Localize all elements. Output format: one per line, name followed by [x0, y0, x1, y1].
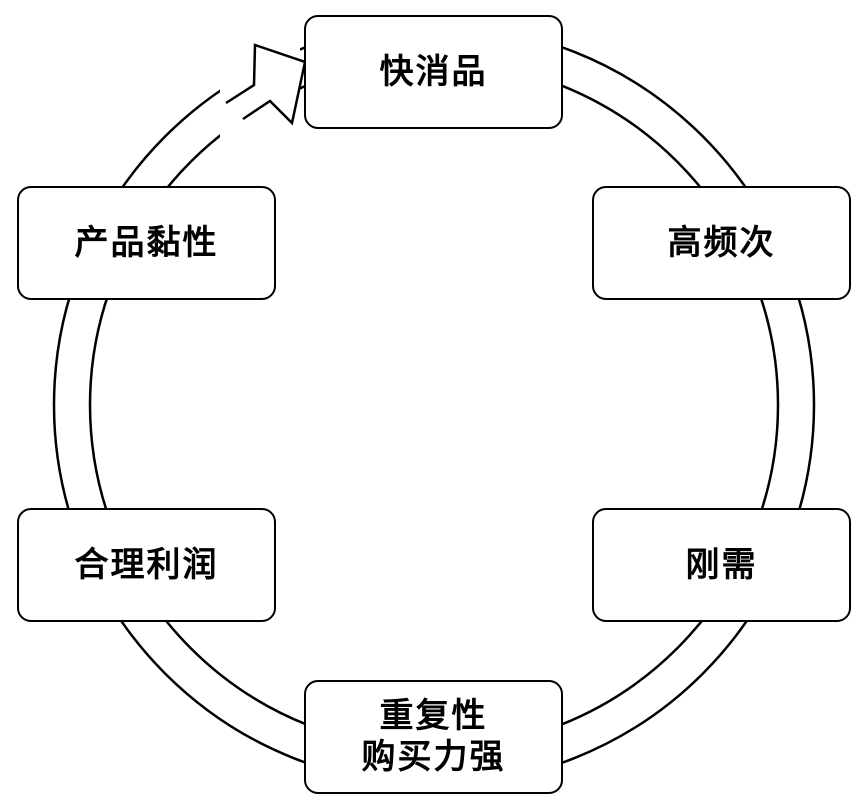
node-reasonable-profit: 合理利润 [17, 508, 276, 622]
node-product-stickiness-label: 产品黏性 [74, 222, 219, 263]
node-repeat-purchase: 重复性 购买力强 [304, 680, 563, 794]
node-high-frequency: 高频次 [592, 186, 851, 300]
node-rigid-demand: 刚需 [592, 508, 851, 622]
node-reasonable-profit-label: 合理利润 [74, 544, 219, 585]
node-repeat-purchase-label-line2: 购买力强 [361, 737, 506, 777]
cycle-ring-inner [88, 59, 780, 751]
node-high-frequency-label: 高频次 [667, 222, 776, 263]
node-product-stickiness: 产品黏性 [17, 186, 276, 300]
node-repeat-purchase-label-line1: 重复性 [379, 696, 488, 737]
cycle-ring-outer [52, 23, 816, 787]
node-fmcg: 快消品 [304, 15, 563, 129]
node-rigid-demand-label: 刚需 [685, 544, 758, 585]
node-fmcg-label: 快消品 [379, 51, 488, 92]
